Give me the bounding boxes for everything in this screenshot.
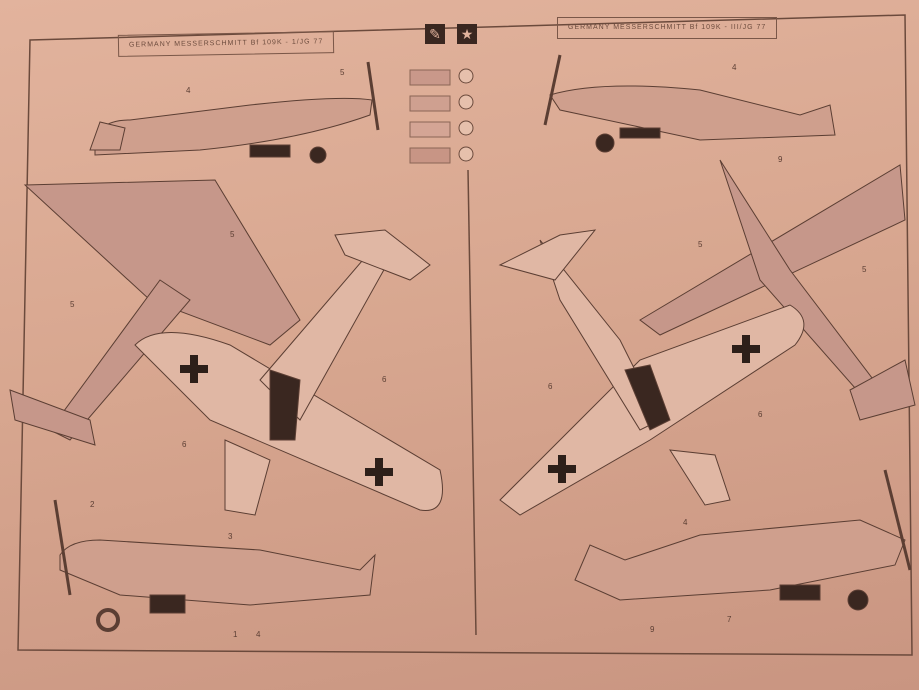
callout: 5: [70, 300, 75, 309]
right-panel-title: GERMANY MESSERSCHMITT Bf 109K - III/JG 7…: [557, 17, 778, 39]
callout: 5: [340, 68, 345, 77]
right-side-view-bottom: [574, 469, 912, 611]
callout: 4: [186, 86, 191, 95]
panel-divider: [467, 169, 477, 636]
left-side-view-bottom: [53, 499, 376, 632]
callout: 5: [862, 265, 867, 274]
callout: 5: [230, 230, 235, 239]
callout: 3: [228, 532, 233, 541]
sheet-border: [17, 14, 913, 656]
right-side-view-top: [543, 54, 836, 153]
left-panel-title: GERMANY MESSERSCHMITT Bf 109K - 1/JG 77: [117, 31, 335, 57]
callout: 2: [90, 500, 95, 509]
color-swatches: [409, 68, 474, 164]
callout: 5: [698, 240, 703, 249]
callout: 6: [182, 440, 187, 449]
callout: 6: [548, 382, 553, 391]
left-top-view: [9, 179, 301, 446]
callout: 1: [233, 630, 238, 639]
star-icon: ★: [457, 24, 477, 44]
callout: 7: [727, 615, 732, 624]
callout: 4: [256, 630, 261, 639]
callout: 4: [732, 63, 737, 72]
callout: 9: [778, 155, 783, 164]
left-bottom-view: [134, 229, 443, 516]
callout: 4: [683, 518, 688, 527]
paint-brush-icon: ✎: [425, 24, 445, 44]
balkenkreuz-markings: [180, 335, 760, 486]
right-bottom-view: [498, 229, 805, 516]
left-side-view-top: [89, 61, 380, 164]
callout: 6: [382, 375, 387, 384]
callout: 6: [758, 410, 763, 419]
callout: 9: [650, 625, 655, 634]
right-top-view: [639, 159, 916, 421]
